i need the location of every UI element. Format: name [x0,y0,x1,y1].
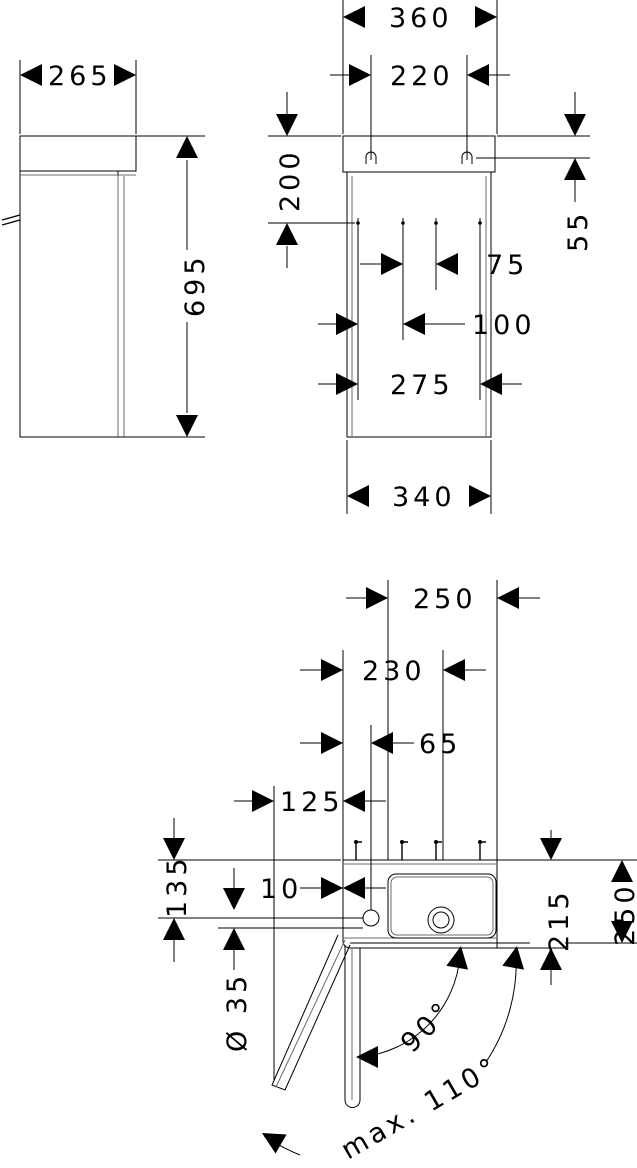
front-view: 360 220 200 55 75 [268,0,594,514]
tap-depth-label: 135 [162,854,193,918]
overall-depth-label: 250 [610,882,637,946]
inner-spacing-label: 75 [486,250,528,281]
door-offset-label: 125 [280,787,344,818]
side-view: 265 695 [1,60,211,438]
drain-outer [427,906,455,934]
drain-offset-label: 230 [362,656,426,687]
door-open-90 [344,945,361,1108]
bowl-width-label: 250 [413,584,477,615]
plan-basin-outline [342,859,498,949]
outer-spacing-label: 100 [472,310,536,341]
hole-spacing-label: 220 [390,61,454,92]
hole-height-label: 55 [563,210,594,252]
plan-bowl [387,873,497,939]
plan-view: 250 230 65 125 135 1 [158,580,637,1166]
side-width-label: 265 [48,61,112,92]
side-cabinet-top [19,135,137,172]
front-basin [342,135,496,173]
hole-drop-label: 200 [275,148,306,212]
door-open-110 [271,934,351,1091]
tap-offset-label: 65 [419,729,461,760]
rail-width-label: 275 [390,370,454,401]
door-angle-label: 90° [395,995,459,1059]
bowl-depth-label: 215 [544,888,575,952]
tap-hole [362,909,380,927]
tap-hole-diameter-label: Ø 35 [222,972,253,1052]
side-height-label: 695 [180,253,211,317]
cabinet-width-label: 340 [392,482,456,513]
door-max-angle-label: max. 110° [336,1051,505,1166]
overall-width-label: 360 [389,3,453,34]
wall-gap-label: 10 [260,874,302,905]
front-cabinet-body [346,171,492,438]
side-cabinet-body [19,170,119,438]
drain-inner [432,911,450,929]
